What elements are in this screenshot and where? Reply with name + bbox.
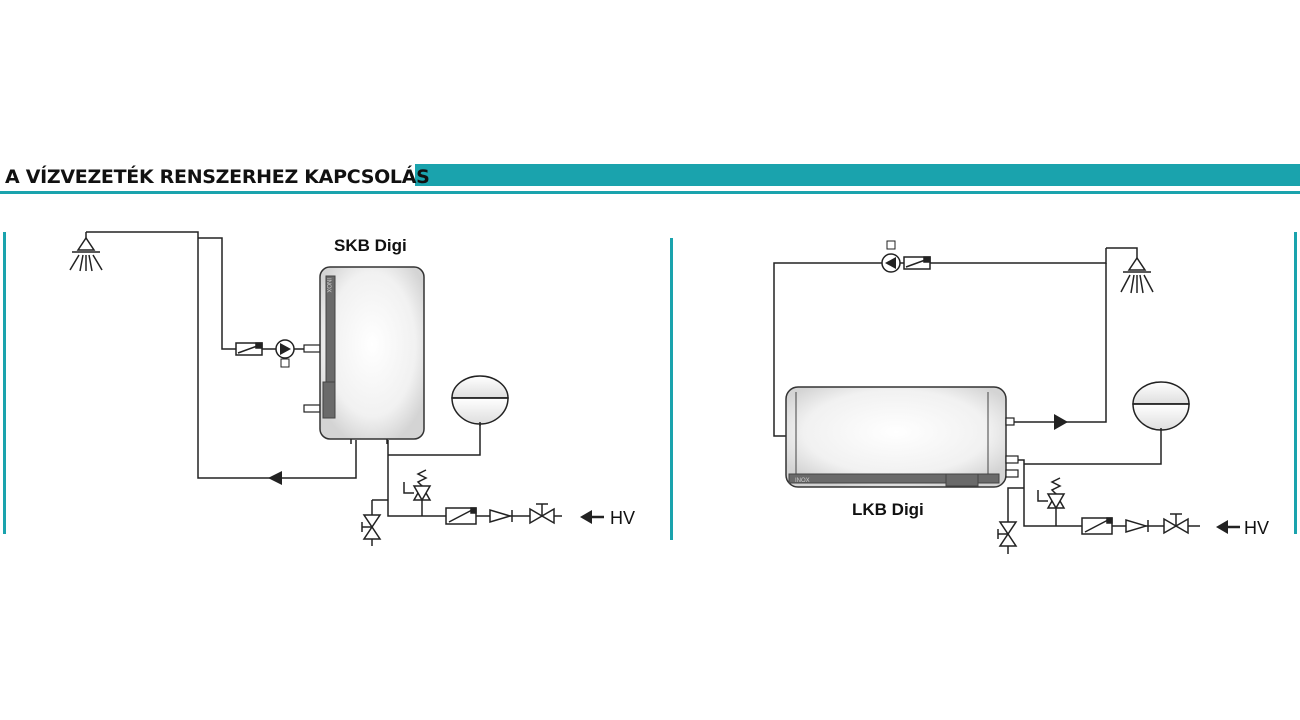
flow-arrow-icon [268,471,282,485]
skb-model-label: SKB Digi [334,236,407,255]
lkb-inox-badge: INOX [795,478,810,484]
right-diagram [773,240,1240,554]
cold-water-line [1018,459,1082,527]
expansion-line [1024,432,1162,465]
filter-icon [445,507,477,525]
skb-tank [319,266,425,444]
check-valve-icon [489,508,513,524]
expansion-line [388,424,481,456]
safety-valve-icon [1037,477,1066,526]
circulation-line [773,248,1107,437]
check-valve-icon [1125,518,1149,534]
filter-icon [1081,517,1113,535]
panel-border-right [1294,232,1297,534]
drain-valve-icon [997,521,1018,547]
panel-border-left [3,232,6,534]
circulation-line [198,237,318,350]
expansion-vessel-icon [451,375,509,426]
shutoff-valve-icon [1163,513,1189,535]
drain-valve-icon [361,514,382,540]
inlet-arrow-icon [1216,520,1240,534]
shower-head-icon [1120,256,1154,294]
shower-head-icon [69,232,103,272]
hot-water-line [1006,263,1107,423]
shutoff-valve-icon [529,503,555,525]
safety-valve-icon [403,469,432,516]
circulation-pump-icon [881,240,901,273]
hot-water-line [86,231,357,479]
right-hv-label: HV [1244,518,1269,538]
panel-divider [670,238,673,540]
inlet-arrow-icon [580,510,604,524]
skb-inox-badge: INOX [325,278,331,293]
left-hv-label: HV [610,508,635,528]
expansion-vessel-icon [1132,381,1190,432]
lkb-tank [785,386,1019,488]
section-title: A VÍZVEZETÉK RENSZERHEZ KAPCSOLÁS [5,166,430,188]
cold-water-line [387,440,430,517]
lkb-model-label: LKB Digi [852,500,924,519]
check-valve-icon [235,342,263,356]
header-accent-band [415,164,1300,186]
flow-arrow-icon [1054,414,1068,430]
check-valve-icon [903,256,931,270]
circulation-pump-icon [275,339,295,368]
left-diagram [69,231,604,546]
header-divider [0,191,1300,194]
